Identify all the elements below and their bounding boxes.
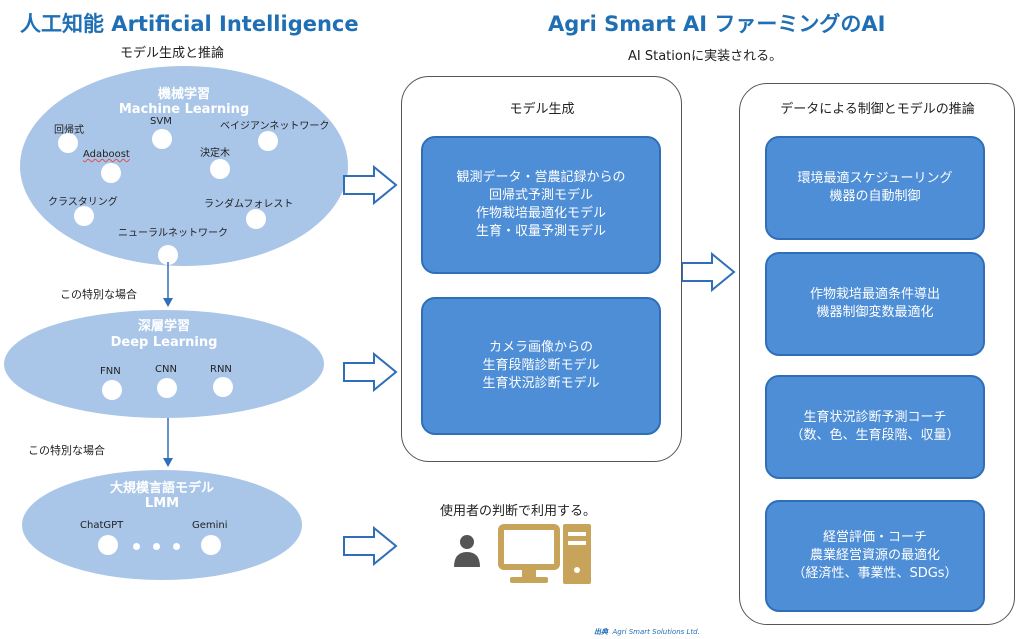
ml-node <box>246 209 266 229</box>
ml-node <box>74 206 94 226</box>
ellipsis-dot <box>133 543 140 550</box>
ellipsis-dot <box>153 543 160 550</box>
control-box-management: 経営評価・コーチ 農業経営資源の最適化 （経済性、事業性、SDGs） <box>765 500 985 612</box>
box-line: 回帰式予測モデル <box>488 188 593 203</box>
ml-item-clustering: クラスタリング <box>48 197 118 208</box>
ml-item-regression: 回帰式 <box>54 125 84 136</box>
model-generation-title: モデル生成 <box>509 102 575 117</box>
dl-item-fnn: FNN <box>100 366 121 377</box>
pc-tower-icon <box>563 524 591 584</box>
special-case-note-1: この特別な場合 <box>60 288 137 301</box>
dl-item-cnn: CNN <box>155 364 177 375</box>
box-line: 生育状況診断予測コーチ <box>803 410 947 425</box>
model-box-camera: カメラ画像からの 生育段階診断モデル 生育状況診断モデル <box>421 297 661 435</box>
box-line: 作物栽培最適条件導出 <box>809 287 940 302</box>
llm-title-en: LMM <box>144 496 180 511</box>
box-line: 機器の自動制御 <box>829 189 921 204</box>
dl-node <box>213 377 233 397</box>
user-judgment-text: 使用者の判断で利用する。 <box>440 504 597 519</box>
ml-node <box>210 159 230 179</box>
box-line: （数、色、生育段階、収量） <box>790 428 960 443</box>
control-box-optimization: 作物栽培最適条件導出 機器制御変数最適化 <box>765 252 985 356</box>
source-credit: 出典 Agri Smart Solutions Ltd. <box>594 627 700 637</box>
down-arrow-icon <box>163 418 173 467</box>
ml-title-en: Machine Learning <box>118 102 250 117</box>
ml-title-jp: 機械学習 <box>157 87 210 102</box>
box-line: 観測データ・営農記録からの <box>456 170 626 185</box>
dl-title-jp: 深層学習 <box>137 319 190 334</box>
credit-source: Agri Smart Solutions Ltd. <box>612 628 700 636</box>
ml-node <box>101 163 121 183</box>
ml-item-decision-tree: 決定木 <box>200 148 230 159</box>
dl-node <box>157 378 177 398</box>
box-line: 環境最適スケジューリング <box>797 171 953 186</box>
ml-item-adaboost: Adaboost <box>83 149 130 160</box>
ml-node <box>152 129 172 149</box>
box-line: 生育状況診断モデル <box>482 376 600 391</box>
block-arrow-icon <box>343 526 398 566</box>
model-box-observation: 観測データ・営農記録からの 回帰式予測モデル 作物栽培最適化モデル 生育・収量予… <box>421 136 661 274</box>
box-line: 機器制御変数最適化 <box>816 305 934 320</box>
box-line: 生育段階診断モデル <box>482 358 600 373</box>
left-title: 人工知能 Artificial Intelligence <box>20 12 359 36</box>
box-line: カメラ画像からの <box>488 340 593 355</box>
control-inference-title: データによる制御とモデルの推論 <box>780 102 975 117</box>
ml-node <box>158 245 178 265</box>
block-arrow-icon <box>681 252 736 292</box>
ml-item-neural-network: ニューラルネットワーク <box>118 228 228 239</box>
llm-item-chatgpt: ChatGPT <box>80 520 124 531</box>
block-arrow-icon <box>343 352 398 392</box>
deep-learning-ellipse <box>4 310 324 418</box>
box-line: （経済性、事業性、SDGs） <box>792 566 958 581</box>
llm-node <box>201 535 221 555</box>
llm-node <box>98 535 118 555</box>
ml-item-random-forest: ランダムフォレスト <box>204 199 294 210</box>
right-subtitle: AI Stationに実装される。 <box>628 49 783 64</box>
dl-node <box>102 380 122 400</box>
ml-item-svm: SVM <box>150 116 172 127</box>
control-box-growth-coach: 生育状況診断予測コーチ （数、色、生育段階、収量） <box>765 375 985 479</box>
llm-title-jp: 大規模言語モデル <box>109 481 214 496</box>
ml-node <box>58 133 78 153</box>
dl-item-rnn: RNN <box>210 364 232 375</box>
credit-label: 出典 <box>594 628 608 636</box>
person-icon <box>454 535 480 567</box>
left-subtitle: モデル生成と推論 <box>120 46 225 61</box>
special-case-note-2: この特別な場合 <box>28 444 105 457</box>
box-line: 作物栽培最適化モデル <box>475 206 606 221</box>
block-arrow-icon <box>343 165 398 205</box>
box-line: 経営評価・コーチ <box>822 530 927 545</box>
right-title: Agri Smart AI ファーミングのAI <box>548 12 886 36</box>
llm-ellipse <box>22 470 302 580</box>
ml-node <box>258 131 278 151</box>
machine-learning-ellipse <box>20 66 348 266</box>
control-box-scheduling: 環境最適スケジューリング 機器の自動制御 <box>765 136 985 240</box>
llm-item-gemini: Gemini <box>192 520 228 531</box>
monitor-icon <box>498 524 560 583</box>
ml-item-bayesian: ベイジアンネットワーク <box>220 121 330 132</box>
ellipsis-dot <box>173 543 180 550</box>
box-line: 生育・収量予測モデル <box>475 224 606 239</box>
dl-title-en: Deep Learning <box>110 335 218 350</box>
box-line: 農業経営資源の最適化 <box>809 548 940 563</box>
down-arrow-icon <box>163 262 173 307</box>
